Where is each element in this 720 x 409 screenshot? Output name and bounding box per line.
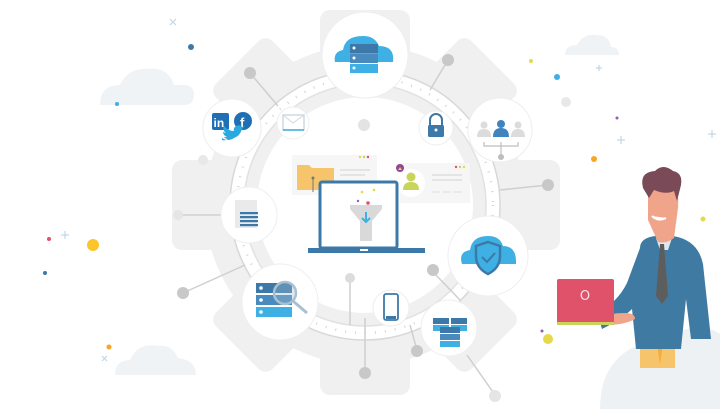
document-icon <box>220 186 278 244</box>
laptop-logo-text: O <box>579 289 591 304</box>
database-search-icon <box>241 263 319 341</box>
linkedin-icon <box>212 113 229 130</box>
mobile-phone-icon <box>372 289 410 327</box>
twitter-icon <box>222 125 245 141</box>
svg-text:in: in <box>214 116 225 130</box>
connector-nodes <box>173 54 571 402</box>
svg-text:f: f <box>240 115 245 130</box>
funnel-laptop-icon <box>308 180 425 253</box>
cloud-server-icon <box>321 11 409 99</box>
lock-icon <box>418 110 454 146</box>
cloud-shield-icon <box>447 215 529 297</box>
confetti-decor <box>43 18 716 362</box>
user-hierarchy-icon <box>467 97 533 163</box>
mail-icon <box>276 106 310 140</box>
red-laptop <box>557 279 614 325</box>
cloud-decor <box>100 34 720 409</box>
user-icon <box>406 172 416 182</box>
social-media-icon: in f <box>202 98 262 158</box>
server-stack-icon <box>420 299 478 357</box>
person-illustration <box>597 167 711 368</box>
